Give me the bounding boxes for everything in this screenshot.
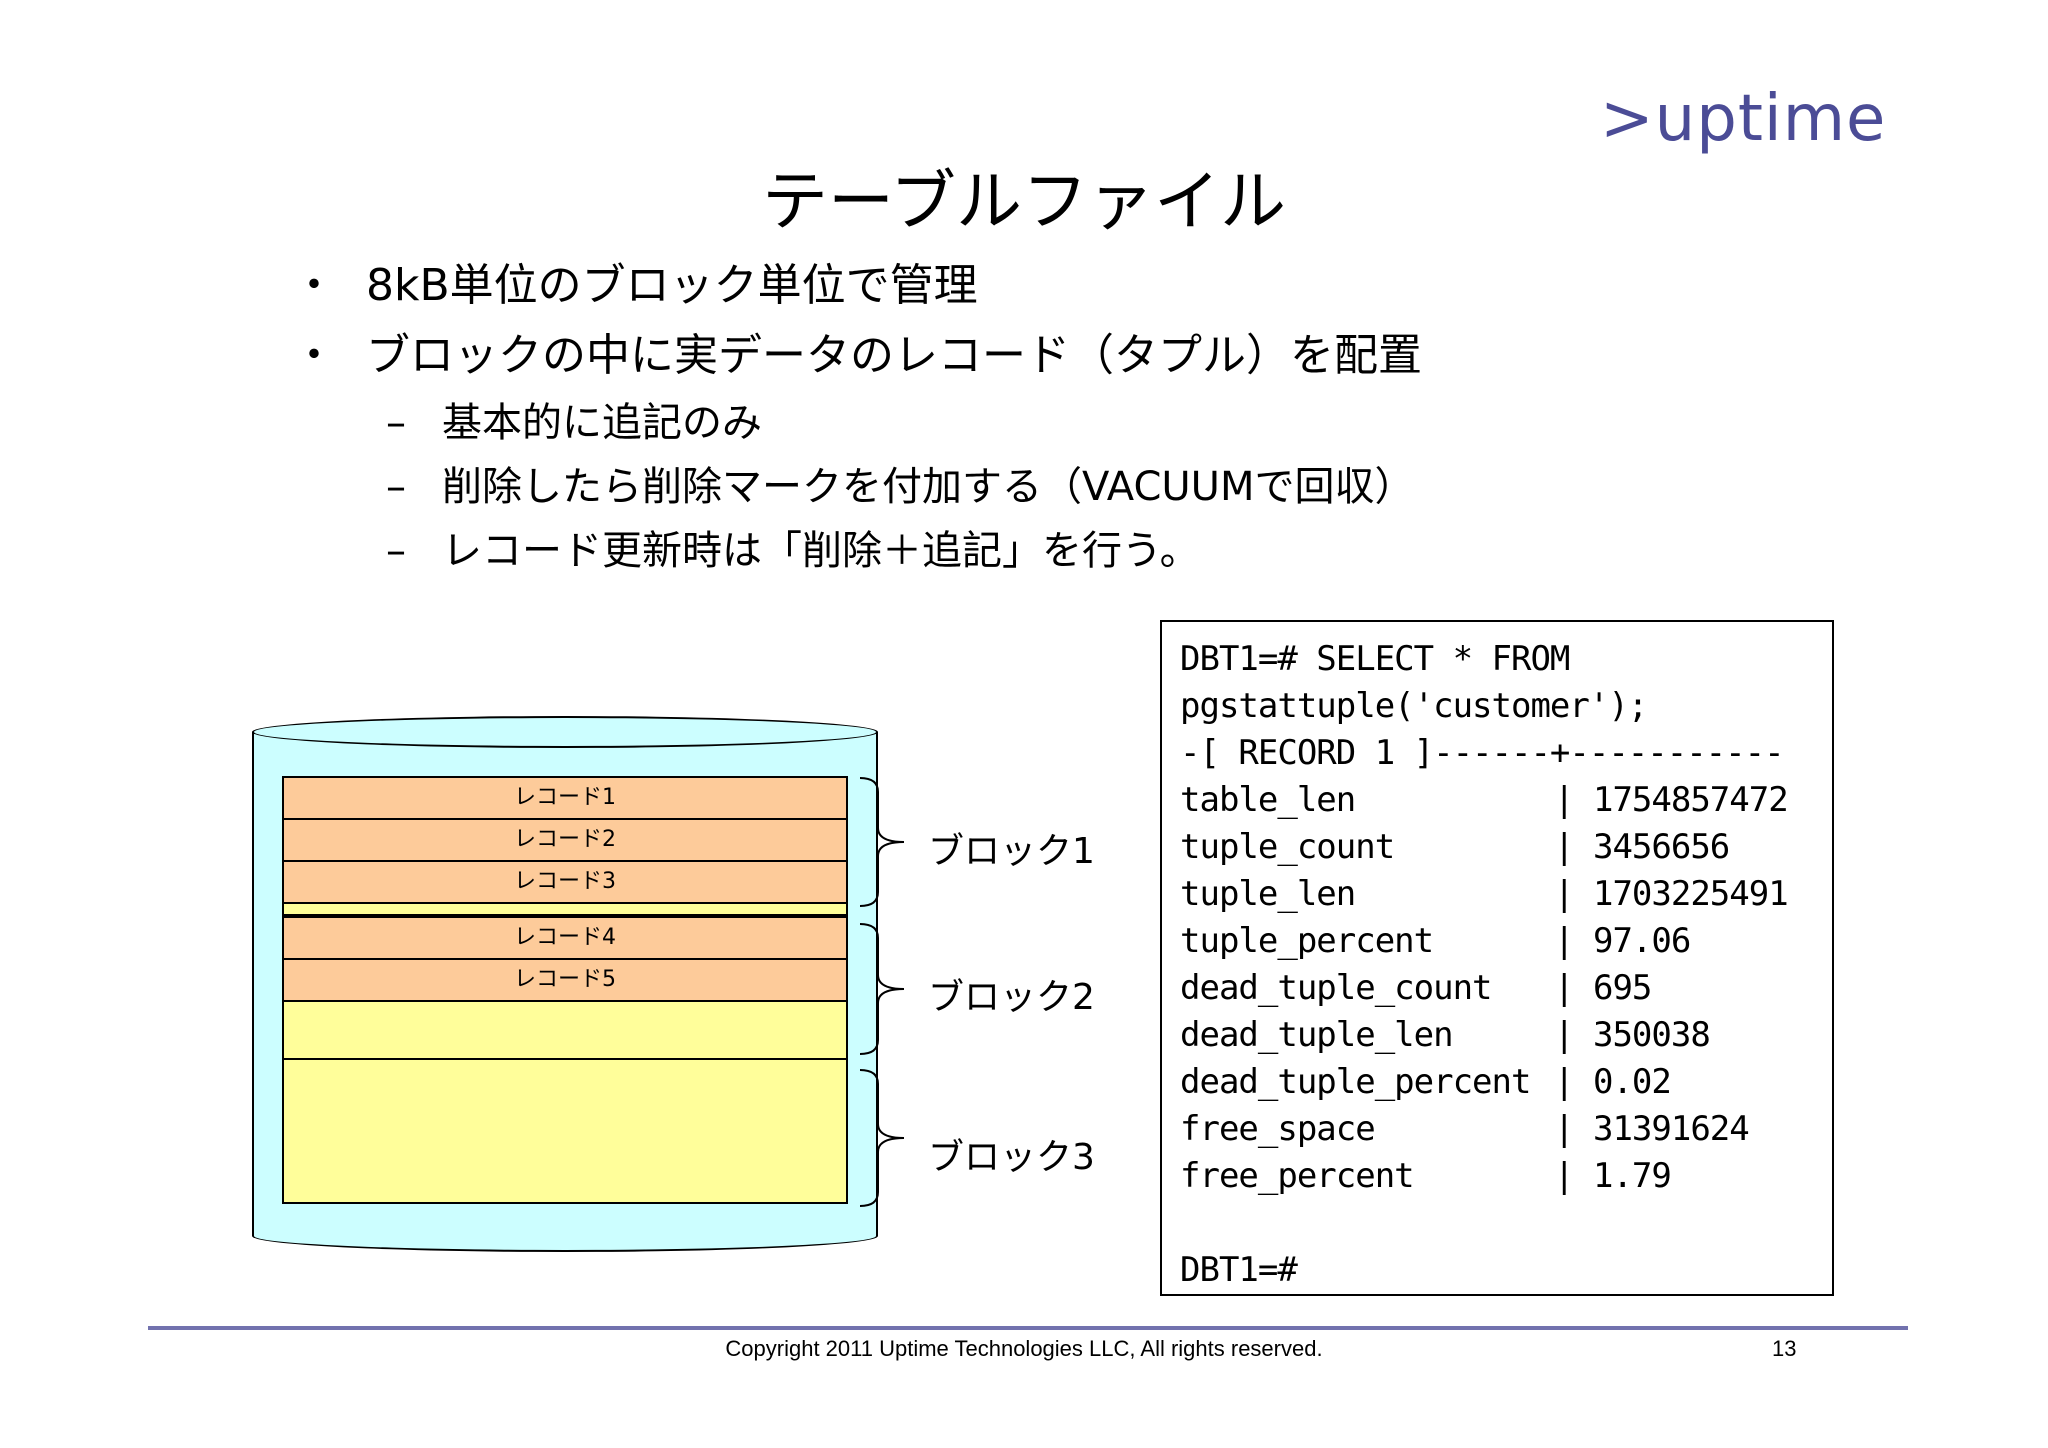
stat-key: dead_tuple_percent	[1180, 1062, 1531, 1102]
sub-bullet-item: –削除したら削除マークを付加する（VACUUMで回収）	[292, 462, 1422, 526]
cylinder-top	[252, 716, 878, 748]
stat-row: dead_tuple_percent | 0.02	[1180, 1059, 1832, 1106]
stat-value: 1754857472	[1592, 780, 1789, 820]
stat-separator: |	[1554, 1109, 1575, 1149]
stat-value: 0.02	[1592, 1062, 1672, 1102]
block2-label: ブロック2	[928, 977, 1095, 1018]
stat-key: dead_tuple_count	[1180, 968, 1493, 1008]
stat-row: free_space | 31391624	[1180, 1106, 1832, 1153]
block3-label: ブロック3	[928, 1137, 1095, 1178]
record-4: レコード4	[282, 916, 848, 960]
stat-value: 1.79	[1592, 1156, 1672, 1196]
bullet-item: ・ 8kB単位のブロック単位で管理	[292, 258, 1422, 328]
stat-separator: |	[1554, 921, 1575, 961]
stat-key: tuple_len	[1180, 874, 1356, 914]
stat-separator: |	[1554, 874, 1575, 914]
bullet-marker: ・	[292, 260, 336, 311]
stat-separator: |	[1554, 780, 1575, 820]
stat-key: tuple_percent	[1180, 921, 1434, 961]
block1-free-space	[282, 902, 848, 916]
stat-row: tuple_count | 3456656	[1180, 824, 1832, 871]
block2-free-space	[282, 1000, 848, 1060]
bullet-text: ブロックの中に実データのレコード（タプル）を配置	[366, 330, 1422, 381]
block1-brace	[859, 777, 905, 907]
console-line: -[ RECORD 1 ]------+-----------	[1180, 733, 1785, 773]
stat-value: 31391624	[1592, 1109, 1750, 1149]
uptime-logo: >uptime	[1600, 82, 1887, 156]
stat-value: 3456656	[1592, 827, 1730, 867]
stat-separator: |	[1554, 827, 1575, 867]
page-number: 13	[1772, 1336, 1797, 1361]
stat-value: 695	[1592, 968, 1652, 1008]
stat-row: dead_tuple_count | 695	[1180, 965, 1832, 1012]
bullet-text: 8kB単位のブロック単位で管理	[366, 260, 978, 311]
sql-console-output: DBT1=# SELECT * FROM pgstattuple('custom…	[1160, 620, 1834, 1296]
record-3: レコード3	[282, 860, 848, 904]
stat-row: tuple_len | 1703225491	[1180, 871, 1832, 918]
record-5: レコード5	[282, 958, 848, 1002]
stat-key: free_percent	[1180, 1156, 1415, 1196]
stat-row: dead_tuple_len | 350038	[1180, 1012, 1832, 1059]
sub-bullet-marker: –	[386, 464, 406, 510]
block3-free-space	[282, 1058, 848, 1204]
stat-row: free_percent | 1.79	[1180, 1153, 1832, 1200]
block3-brace	[859, 1069, 905, 1207]
bullet-item: ・ブロックの中に実データのレコード（タプル）を配置	[292, 328, 1422, 398]
bullet-marker: ・	[292, 330, 336, 381]
console-line: pgstattuple('customer');	[1180, 686, 1648, 726]
block2-brace	[859, 923, 905, 1055]
stat-row: tuple_percent | 97.06	[1180, 918, 1832, 965]
copyright-text: Copyright 2011 Uptime Technologies LLC, …	[725, 1336, 1323, 1361]
sub-bullet-marker: –	[386, 400, 406, 446]
sub-bullet-item: –レコード更新時は「削除＋追記」を行う。	[292, 526, 1422, 590]
stat-value: 350038	[1592, 1015, 1711, 1055]
stat-separator: |	[1554, 968, 1575, 1008]
stat-key: table_len	[1180, 780, 1356, 820]
sub-bullet-text: レコード更新時は「削除＋追記」を行う。	[442, 528, 1200, 574]
stat-separator: |	[1554, 1062, 1575, 1102]
sub-bullet-text: 削除したら削除マークを付加する（VACUUMで回収）	[442, 464, 1415, 510]
block1-label: ブロック1	[928, 831, 1095, 872]
console-line: DBT1=# SELECT * FROM	[1180, 639, 1570, 679]
bullet-list: ・ 8kB単位のブロック単位で管理 ・ブロックの中に実データのレコード（タプル）を…	[292, 258, 1422, 590]
stat-value: 97.06	[1592, 921, 1691, 961]
stat-key: free_space	[1180, 1109, 1376, 1149]
footer-divider	[148, 1326, 1908, 1330]
stat-separator: |	[1554, 1156, 1575, 1196]
stat-key: dead_tuple_len	[1180, 1015, 1454, 1055]
sub-bullet-marker: –	[386, 528, 406, 574]
slide-title: テーブルファイル	[761, 163, 1287, 240]
console-blank-line	[1180, 1200, 1832, 1247]
stat-key: tuple_count	[1180, 827, 1395, 867]
stat-separator: |	[1554, 1015, 1575, 1055]
stat-row: table_len | 1754857472	[1180, 777, 1832, 824]
console-prompt: DBT1=#	[1180, 1250, 1298, 1290]
record-2: レコード2	[282, 818, 848, 862]
sub-bullet-item: –基本的に追記のみ	[292, 398, 1422, 462]
sub-bullet-text: 基本的に追記のみ	[442, 400, 762, 446]
record-1: レコード1	[282, 776, 848, 820]
stat-value: 1703225491	[1592, 874, 1789, 914]
cylinder-bottom-cover	[254, 1218, 876, 1236]
